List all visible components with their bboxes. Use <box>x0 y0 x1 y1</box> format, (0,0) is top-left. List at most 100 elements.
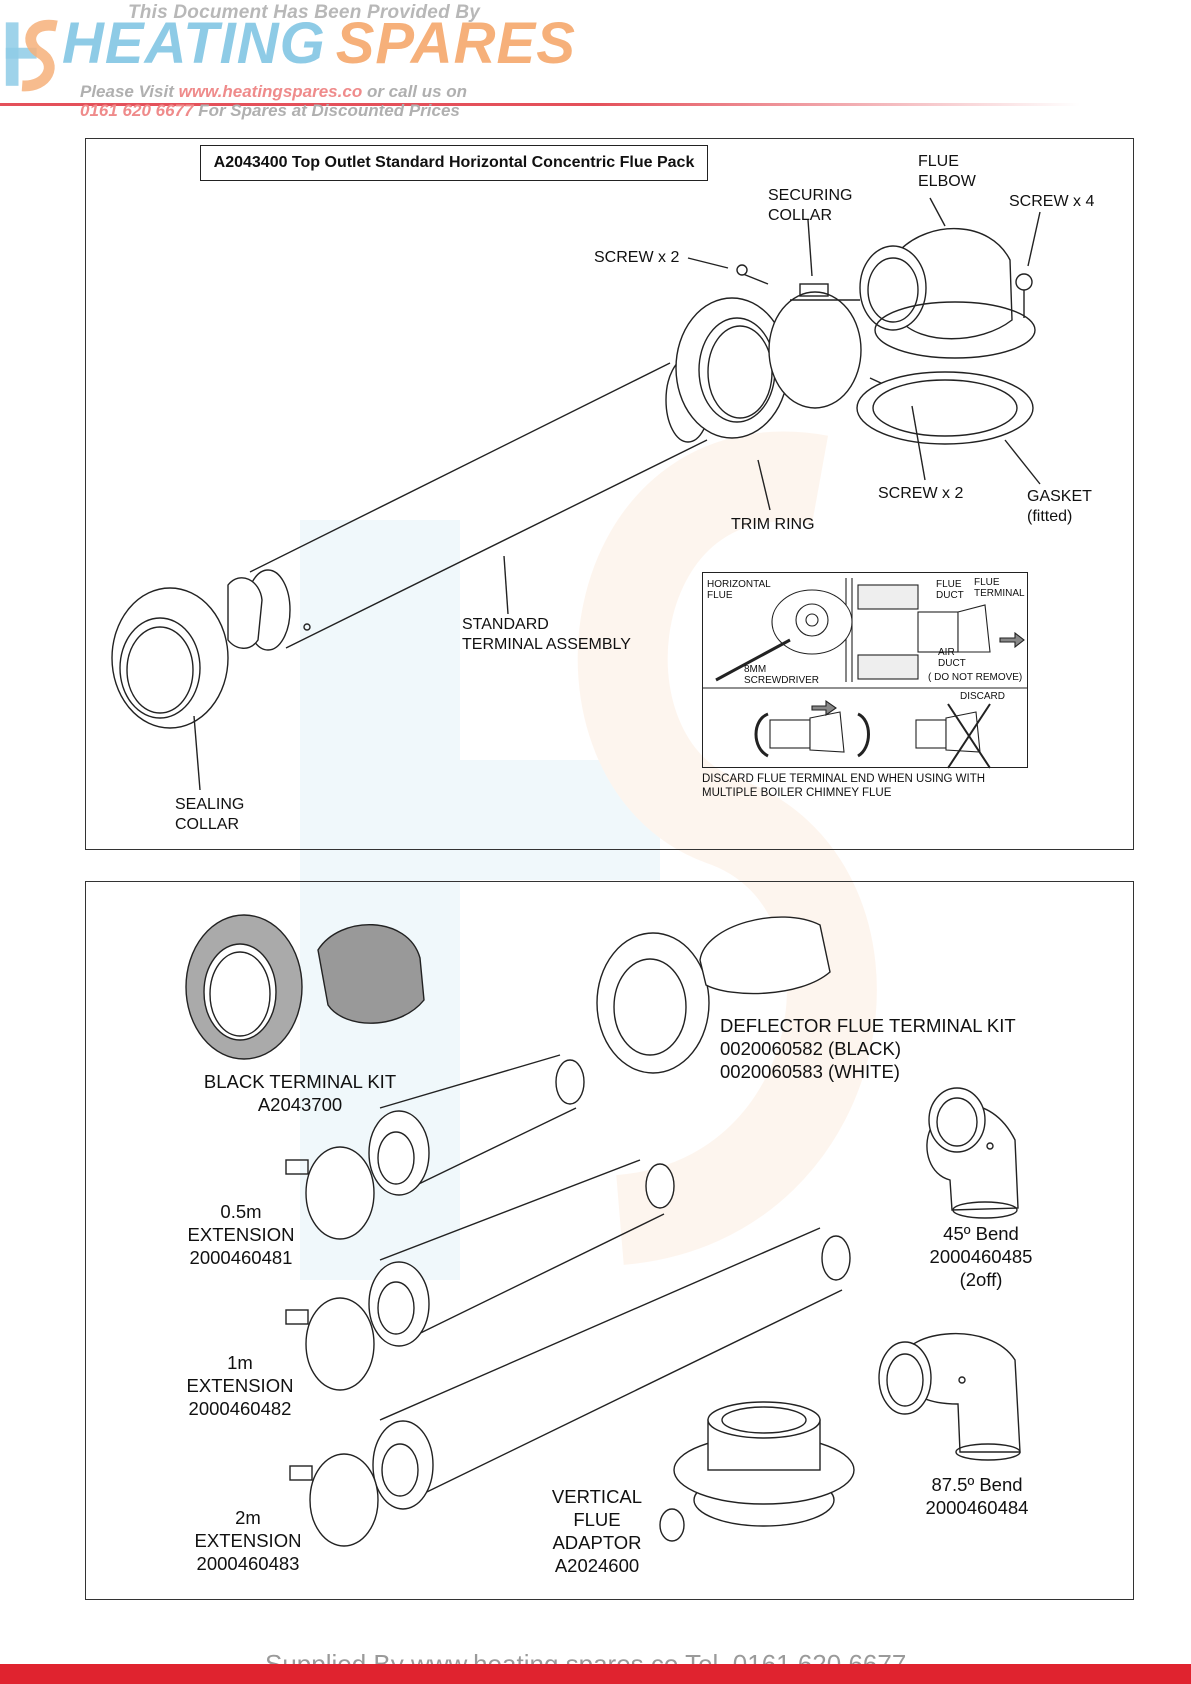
inset-flue-terminal-line2: TERMINAL <box>974 588 1025 599</box>
inset-horizontal-line2: FLUE <box>707 590 733 601</box>
label-ext1-line1: 1m <box>227 1352 253 1373</box>
inset-air-duct-line1: AIR <box>938 647 955 658</box>
label-deflector-line2: 0020060582 (BLACK) <box>720 1038 902 1059</box>
label-bend45-line3: (2off) <box>959 1269 1003 1290</box>
bend-45-part <box>926 1087 1019 1219</box>
label-gasket-line1: GASKET <box>1027 488 1092 505</box>
inset-flue-duct: FLUE DUCT <box>936 579 964 601</box>
extension-1m-part <box>285 1159 675 1391</box>
label-ext2-line3: 2000460483 <box>196 1553 300 1574</box>
label-standard-line2: TERMINAL ASSEMBLY <box>462 636 631 653</box>
label-deflector-line1: DEFLECTOR FLUE TERMINAL KIT <box>720 1015 1016 1036</box>
inset-do-not-remove: ( DO NOT REMOVE) <box>928 672 1023 683</box>
gasket-part <box>856 371 1034 445</box>
inset-air-duct: AIR DUCT <box>938 647 966 669</box>
label-securing-collar-line1: SECURING <box>768 187 853 204</box>
inset-note-line1: DISCARD FLUE TERMINAL END WHEN USING WIT… <box>702 773 986 785</box>
inset-flue-duct-line2: DUCT <box>936 590 964 601</box>
label-flue-elbow-line2: ELBOW <box>918 173 976 190</box>
label-vertical-line2: FLUE <box>573 1509 621 1530</box>
label-extension-2m: 2m EXTENSION 2000460483 <box>183 1506 313 1575</box>
header-phone-suffix: For Spares at Discounted Prices <box>198 101 460 120</box>
header-brand-spares: SPARES <box>335 11 576 76</box>
bend-875-part <box>878 1332 1021 1461</box>
flue-pack-title: A2043400 Top Outlet Standard Horizontal … <box>200 145 708 181</box>
header-phone-line: 0161 620 6677 For Spares at Discounted P… <box>80 101 460 121</box>
inset-discard: DISCARD <box>960 691 1006 702</box>
screws-top <box>736 264 769 285</box>
label-bend875-line2: 2000460484 <box>925 1497 1029 1518</box>
inset-horizontal-line1: HORIZONTAL <box>707 579 771 590</box>
label-extension-1m: 1m EXTENSION 2000460482 <box>175 1351 305 1420</box>
header-url-link[interactable]: www.heatingspares.co <box>178 82 363 101</box>
accessories-panel <box>85 881 1134 1600</box>
label-vertical-line1: VERTICAL <box>551 1486 643 1507</box>
inset-note-line2: MULTIPLE BOILER CHIMNEY FLUE <box>702 787 892 799</box>
inset-screwdriver: 8MM SCREWDRIVER <box>744 664 819 686</box>
label-gasket: GASKET (fitted) <box>1027 487 1092 527</box>
label-vertical-flue-adaptor: VERTICAL FLUE ADAPTOR A2024600 <box>532 1485 662 1577</box>
label-vertical-line4: A2024600 <box>554 1555 640 1576</box>
label-bend45-line1: 45º Bend <box>943 1223 1019 1244</box>
label-gasket-line2: (fitted) <box>1027 508 1073 525</box>
label-trim-ring: TRIM RING <box>731 516 815 533</box>
inset-screwdriver-line1: 8MM <box>744 664 767 675</box>
label-sealing-collar: SEALING COLLAR <box>175 795 244 835</box>
header-visit-line: Please Visit www.heatingspares.co or cal… <box>80 82 467 102</box>
inset-screwdriver-line2: SCREWDRIVER <box>744 675 820 686</box>
label-ext2-line2: EXTENSION <box>194 1530 302 1551</box>
label-securing-collar: SECURING COLLAR <box>768 186 852 226</box>
label-deflector-line3: 0020060583 (WHITE) <box>720 1061 900 1082</box>
header-visit-prefix: Please Visit <box>80 82 174 101</box>
label-vertical-line3: ADAPTOR <box>552 1532 642 1553</box>
label-ext1-line2: EXTENSION <box>186 1375 294 1396</box>
footer-bar <box>0 1664 1191 1684</box>
screw-x4-part <box>1015 273 1033 318</box>
label-black-terminal-kit: BLACK TERMINAL KIT A2043700 <box>176 1070 424 1116</box>
flue-pack-panel <box>85 138 1134 850</box>
label-sealing-line2: COLLAR <box>175 816 240 833</box>
header-provided-by: This Document Has Been Provided By <box>128 2 481 23</box>
label-ext1-line3: 2000460482 <box>188 1398 292 1419</box>
label-bend-45: 45º Bend 2000460485 (2off) <box>916 1222 1046 1291</box>
inset-flue-terminal-line1: FLUE <box>974 577 1000 588</box>
label-bend875-line1: 87.5º Bend <box>931 1474 1023 1495</box>
inset-air-duct-line2: DUCT <box>938 658 966 669</box>
sealing-collar-part <box>111 587 229 729</box>
label-screw-x2-top: SCREW x 2 <box>594 249 680 266</box>
flue-elbow-part <box>859 227 1036 359</box>
leader-lines <box>193 197 1041 791</box>
deflector-kit-part <box>596 916 831 1074</box>
label-screw-x4: SCREW x 4 <box>1009 193 1095 210</box>
header-brand-heating: HEATING <box>62 11 326 76</box>
header-phone: 0161 620 6677 <box>80 101 194 120</box>
vertical-flue-adaptor-part <box>659 1401 855 1542</box>
label-bend-875: 87.5º Bend 2000460484 <box>912 1473 1042 1519</box>
inset-horizontal-flue: HORIZONTAL FLUE <box>707 579 771 601</box>
label-ext05-line3: 2000460481 <box>189 1247 293 1268</box>
inset-flue-terminal: FLUE TERMINAL <box>974 577 1025 599</box>
label-bend45-line2: 2000460485 <box>929 1246 1033 1267</box>
label-extension-05m: 0.5m EXTENSION 2000460481 <box>176 1200 306 1269</box>
label-black-kit-line1: BLACK TERMINAL KIT <box>203 1071 397 1092</box>
label-standard-line1: STANDARD <box>462 616 549 633</box>
label-standard-terminal: STANDARD TERMINAL ASSEMBLY <box>462 615 631 655</box>
label-ext05-line2: EXTENSION <box>187 1224 295 1245</box>
label-flue-elbow: FLUE ELBOW <box>918 152 976 192</box>
inset-flue-duct-line1: FLUE <box>936 579 962 590</box>
flue-terminal-inset <box>702 572 1028 768</box>
label-screw-x2-bottom: SCREW x 2 <box>878 485 964 502</box>
label-sealing-line1: SEALING <box>175 796 245 813</box>
header-visit-suffix: or call us on <box>366 82 468 101</box>
header-rule <box>0 103 1080 106</box>
inset-note: DISCARD FLUE TERMINAL END WHEN USING WIT… <box>702 772 985 800</box>
extension-2m-part <box>289 1227 851 1547</box>
label-black-kit-line2: A2043700 <box>257 1094 343 1115</box>
label-securing-collar-line2: COLLAR <box>768 207 833 224</box>
label-deflector-kit: DEFLECTOR FLUE TERMINAL KIT 0020060582 (… <box>720 1014 1016 1083</box>
label-ext05-line1: 0.5m <box>220 1201 262 1222</box>
